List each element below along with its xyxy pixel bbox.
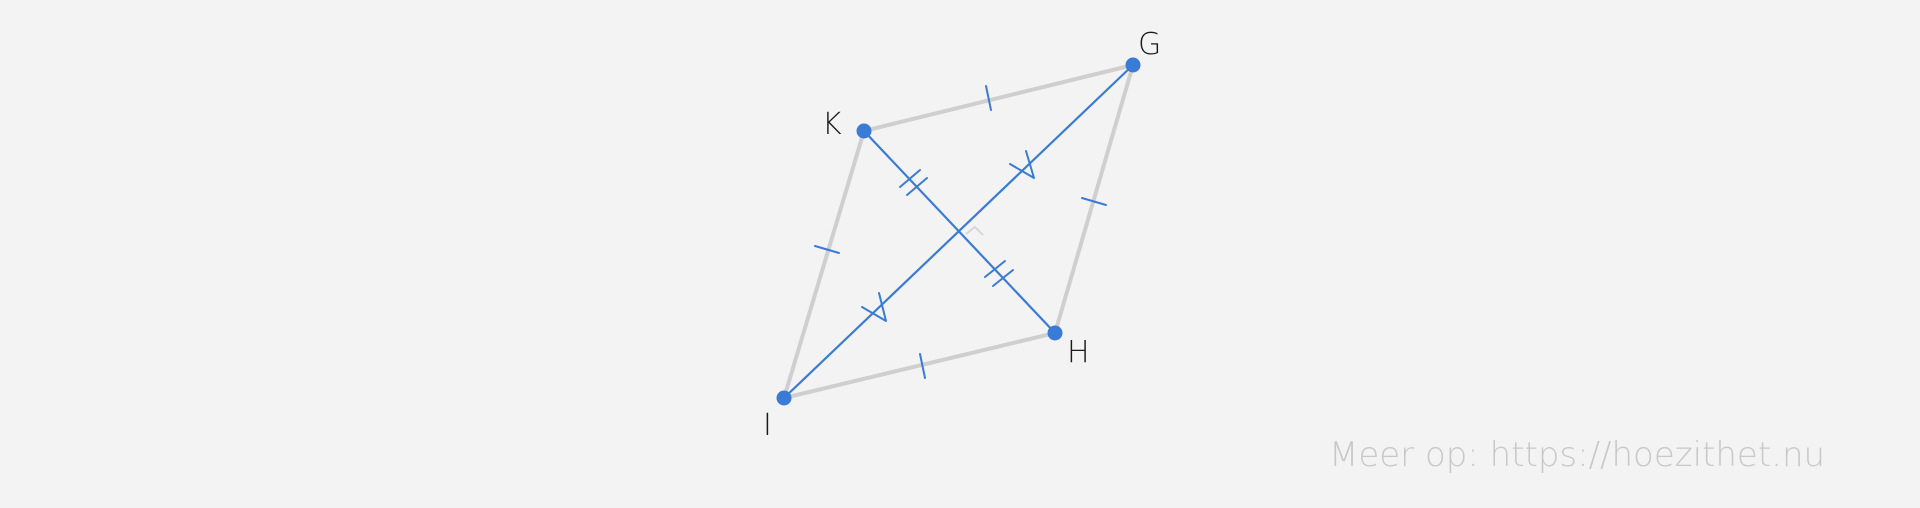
diagonal-IG (782, 63, 1135, 400)
point-label-G: G (1138, 27, 1161, 62)
point-H (1047, 325, 1063, 341)
side-GH (1053, 63, 1135, 335)
side-HI (782, 331, 1057, 400)
double-tick-MH-1 (984, 260, 1006, 278)
right-angle-marker (965, 225, 984, 236)
double-tick-KM-1 (899, 169, 921, 188)
point-I (776, 390, 792, 406)
tick-mark-IK (814, 245, 840, 254)
point-label-H: H (1067, 335, 1090, 370)
side-tick-marks (814, 85, 1107, 379)
tick-mark-HI (919, 353, 926, 379)
diagonal-double-ticks (899, 169, 1014, 287)
double-tick-MH-2 (992, 269, 1014, 287)
rhombus-diagonals (782, 63, 1135, 400)
point-K (856, 123, 872, 139)
arrow-mark-IM (861, 292, 887, 322)
side-KG (862, 63, 1135, 133)
point-label-K: K (822, 107, 842, 142)
point-G (1125, 57, 1141, 73)
watermark-text: Meer op: https://hoezithet.nu (1329, 435, 1825, 475)
tick-mark-GH (1081, 197, 1107, 206)
rhombus-vertices (776, 57, 1141, 406)
double-tick-KM-2 (906, 177, 928, 196)
rhombus-sides (782, 63, 1135, 400)
arrow-mark-MG (1009, 150, 1035, 179)
point-label-I: I (763, 408, 772, 443)
tick-mark-KG (985, 85, 992, 111)
side-IK (782, 129, 866, 400)
diagonal-arrow-marks (861, 150, 1035, 322)
